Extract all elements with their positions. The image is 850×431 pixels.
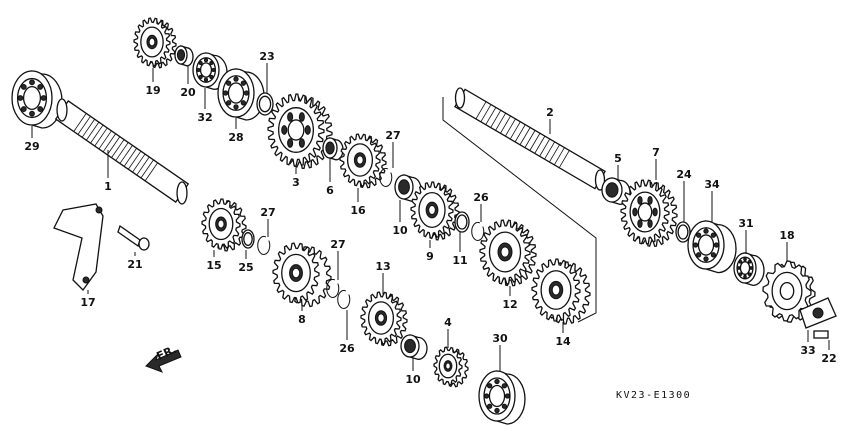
parts-layer bbox=[11, 17, 837, 425]
callout-c16: 16 bbox=[350, 204, 366, 217]
callout-c27a: 27 bbox=[385, 129, 400, 142]
diagram-code: KV23-E1300 bbox=[616, 390, 691, 401]
assembly-bracket bbox=[442, 97, 597, 323]
callout-c31: 31 bbox=[738, 217, 753, 230]
callout-c11: 11 bbox=[452, 254, 467, 267]
callout-c21: 21 bbox=[127, 258, 142, 271]
callout-c9: 9 bbox=[426, 250, 434, 263]
callout-c4: 4 bbox=[444, 316, 452, 329]
callout-c5: 5 bbox=[614, 152, 622, 165]
circlip-27b bbox=[257, 235, 271, 255]
callout-c29: 29 bbox=[24, 140, 39, 153]
collar-20 bbox=[174, 45, 194, 67]
callout-c13: 13 bbox=[375, 260, 390, 273]
callout-c24: 24 bbox=[676, 168, 692, 181]
gear-12 bbox=[479, 219, 537, 287]
callout-c32: 32 bbox=[197, 111, 212, 124]
circlip-26a bbox=[471, 221, 485, 241]
washer-24 bbox=[675, 221, 691, 243]
callout-c26a: 26 bbox=[473, 191, 489, 204]
circlip-27c bbox=[326, 278, 340, 298]
gear-16 bbox=[339, 133, 387, 189]
bolt-22 bbox=[813, 330, 829, 339]
bearing-34 bbox=[687, 220, 737, 274]
callout-c25: 25 bbox=[238, 261, 253, 274]
collar-6 bbox=[322, 137, 344, 161]
washer-25 bbox=[241, 229, 255, 249]
gear-19 bbox=[133, 17, 177, 69]
bushing-10a bbox=[394, 174, 422, 203]
callout-c12: 12 bbox=[502, 298, 517, 311]
callout-c8: 8 bbox=[298, 313, 306, 326]
gear-3 bbox=[267, 93, 333, 170]
callout-c30: 30 bbox=[492, 332, 508, 345]
callout-c26b: 26 bbox=[339, 342, 355, 355]
gear-9 bbox=[410, 181, 460, 241]
washer-23 bbox=[256, 92, 274, 116]
callout-c1: 1 bbox=[104, 180, 112, 193]
bearing-31 bbox=[733, 252, 765, 287]
callout-c7: 7 bbox=[652, 146, 660, 159]
leader-lines bbox=[31, 63, 830, 372]
callout-c27b: 27 bbox=[260, 206, 275, 219]
bolt-21 bbox=[117, 224, 141, 248]
callout-c17: 17 bbox=[80, 296, 95, 309]
callout-c3: 3 bbox=[292, 176, 300, 189]
bearing-30 bbox=[478, 370, 526, 425]
bearing-29 bbox=[11, 70, 63, 129]
callout-c33: 33 bbox=[800, 344, 815, 357]
callout-c34: 34 bbox=[704, 178, 720, 191]
callout-c20: 20 bbox=[180, 86, 196, 99]
gear-7 bbox=[620, 179, 678, 248]
front-direction-arrow: FR. bbox=[145, 343, 182, 373]
bearing-28 bbox=[217, 68, 265, 121]
countershaft-2 bbox=[454, 87, 606, 191]
arrow-icon bbox=[145, 349, 182, 373]
callout-c14: 14 bbox=[555, 335, 571, 348]
circlip-27a bbox=[379, 167, 393, 187]
mainshaft-1 bbox=[54, 98, 190, 205]
sprocket-18 bbox=[762, 260, 816, 323]
gear-14 bbox=[531, 258, 591, 325]
callout-c15: 15 bbox=[206, 259, 221, 272]
callout-c19: 19 bbox=[145, 84, 160, 97]
callout-c28: 28 bbox=[228, 131, 243, 144]
stopper-plate-17 bbox=[53, 203, 104, 291]
callout-c2: 2 bbox=[546, 106, 554, 119]
circlip-26b bbox=[337, 289, 351, 309]
gear-4 bbox=[433, 346, 469, 388]
callout-c10a: 10 bbox=[392, 224, 408, 237]
gear-13 bbox=[360, 291, 408, 347]
callout-c6: 6 bbox=[326, 184, 334, 197]
gear-8 bbox=[272, 242, 332, 308]
callout-c10b: 10 bbox=[405, 373, 421, 386]
callout-c23: 23 bbox=[259, 50, 274, 63]
callout-c27c: 27 bbox=[330, 238, 345, 251]
callout-c22: 22 bbox=[821, 352, 836, 365]
washer-11 bbox=[454, 211, 470, 233]
callout-c18: 18 bbox=[779, 229, 794, 242]
bushing-10b bbox=[400, 334, 428, 361]
gear-15 bbox=[201, 198, 247, 252]
collar-5 bbox=[601, 177, 631, 206]
